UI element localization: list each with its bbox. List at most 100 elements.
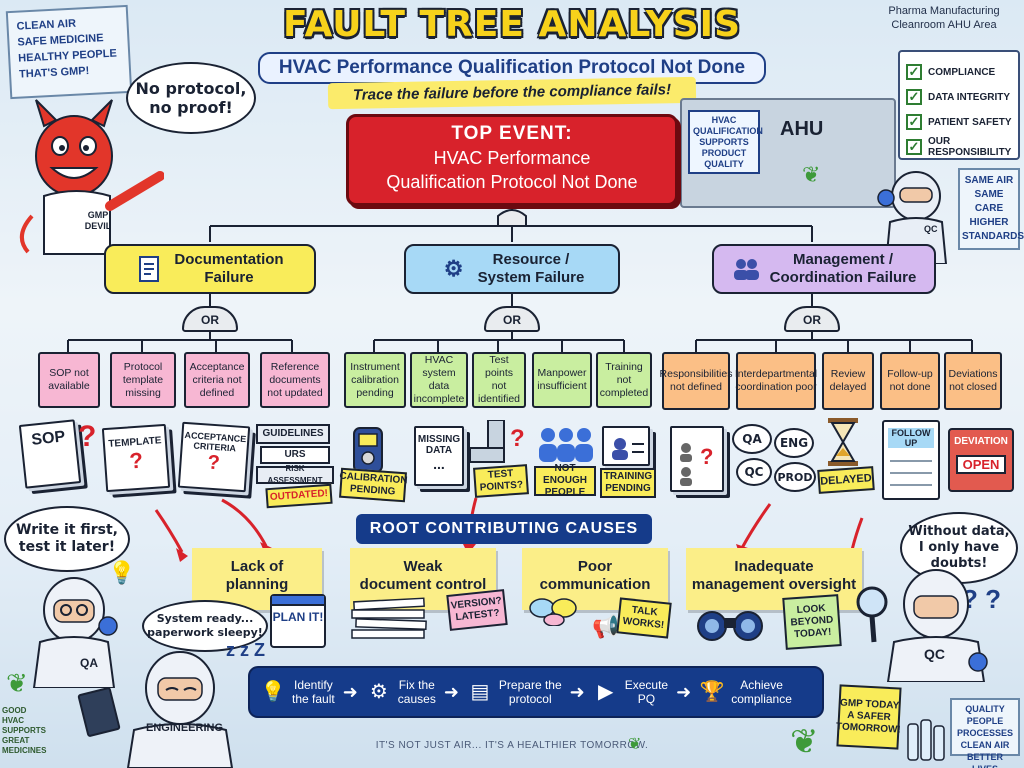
binoculars-icon	[697, 611, 763, 641]
qc-badge: QC	[924, 224, 938, 234]
cause-label: document control	[359, 576, 487, 593]
document-icon: ▤	[470, 681, 490, 703]
check-icon: ✓	[906, 114, 922, 130]
category-label: Documentation	[174, 251, 284, 268]
qa-badge: QA	[80, 656, 98, 670]
checklist-label: COMPLIANCE	[928, 66, 996, 78]
gmp-today-note: GMP TODAY A SAFER TOMORROW!	[836, 684, 902, 750]
engineering-speech-bubble: System ready... paperwork sleepy!	[142, 600, 268, 652]
leaf-cause: Reference documents not updated	[260, 352, 330, 408]
compliance-checklist: ✓ COMPLIANCE ✓DATA INTEGRITY ✓PATIENT SAF…	[898, 50, 1020, 160]
engineering-badge: ENGINEERING	[146, 722, 224, 734]
svg-text:?: ?	[700, 444, 713, 469]
category-label: Coordination Failure	[769, 269, 917, 286]
sop-document-icon: SOP	[18, 419, 82, 489]
people-icon	[732, 255, 760, 283]
form-people-icon: ?	[680, 443, 713, 486]
step-label: PQ	[637, 692, 656, 706]
devil-speech-line: No protocol,	[135, 79, 247, 98]
step-label: Fix the	[398, 678, 435, 692]
area-label: Pharma Manufacturing Cleanroom AHU Area	[888, 5, 1000, 31]
megaphone-icon: 📢	[592, 614, 620, 639]
step-label: Achieve	[740, 678, 783, 692]
version-note: VERSION? LATEST?	[446, 589, 508, 631]
qc-speech-line: doubts!	[930, 556, 988, 571]
cause-label: management oversight	[691, 576, 857, 593]
cause-label: Weak	[403, 558, 443, 575]
leaf-cause: Responsibilities not defined	[660, 352, 732, 410]
ahu-label: AHU	[780, 118, 824, 140]
play-icon: ▶	[598, 681, 614, 703]
leaf-icon: ❦	[628, 736, 642, 753]
category-resource: ⚙ Resource / System Failure	[404, 244, 620, 294]
training-pending-note: TRAINING PENDING	[600, 468, 656, 498]
or-gate: OR	[484, 306, 540, 332]
plan-it-label: PLAN IT!	[272, 610, 324, 624]
responsibility-form-icon: ?	[670, 426, 724, 492]
top-event-heading: TOP EVENT:	[451, 123, 573, 144]
cause-inadequate-oversight: Inadequate management oversight	[686, 548, 862, 610]
step-label: Prepare the	[498, 678, 562, 692]
trophy-icon: 🏆	[699, 681, 725, 703]
leaf-cause: Instrument calibration pending	[344, 352, 406, 408]
devil-badge: GMP DEVIL	[84, 210, 112, 231]
leaf-cause: Protocol template missing	[110, 352, 176, 408]
category-label: Management /	[792, 251, 893, 268]
cause-label: Poor	[577, 558, 613, 575]
step-label: causes	[397, 692, 436, 706]
qc-bubble: QC	[736, 458, 772, 486]
training-certificate-icon	[602, 426, 650, 466]
bottom-left-sign: GOOD HVAC SUPPORTS GREAT MEDICINES	[2, 706, 47, 755]
root-causes-banner: ROOT CONTRIBUTING CAUSES	[356, 514, 652, 544]
category-label: Resource /	[492, 251, 570, 268]
template-document-icon: TEMPLATE ?	[101, 423, 171, 493]
checklist-item: ✓PATIENT SAFETY	[906, 111, 1012, 133]
question-mark-icon: ?	[206, 451, 221, 475]
cause-label: communication	[539, 576, 651, 593]
leaf-cause: Interdepartmental coordination poor	[735, 352, 817, 410]
hourglass-icon	[828, 418, 858, 466]
question-mark-icon: ?	[128, 447, 144, 474]
calendar-icon: PLAN IT!	[270, 594, 326, 648]
engineering-worker-icon	[126, 651, 234, 768]
checklist-item: ✓DATA INTEGRITY	[906, 86, 1012, 108]
category-label: System Failure	[477, 269, 585, 286]
step-label: protocol	[508, 692, 552, 706]
top-event-line: HVAC Performance	[433, 148, 591, 168]
document-stack-icon: GUIDELINES URS RISK ASSESSMENT OUTDATED!	[256, 424, 336, 509]
category-label: Failure	[204, 269, 254, 286]
arrow-right-icon: ➜	[569, 681, 585, 702]
cause-label: planning	[225, 576, 289, 593]
delayed-note: DELAYED	[817, 466, 875, 494]
step-label: the fault	[292, 692, 335, 706]
checklist-item: ✓OUR RESPONSIBILITY	[906, 136, 1012, 158]
hvac-sign: HVAC QUALIFICATION SUPPORTS PRODUCT QUAL…	[688, 110, 763, 174]
follow-up-label: FOLLOW UP	[888, 428, 934, 448]
missing-data-label: DATA	[425, 445, 453, 456]
ellipsis-icon: ...	[433, 456, 445, 472]
missing-data-label: MISSING	[417, 434, 461, 445]
document-icon	[136, 255, 164, 283]
acceptance-document-icon: ACCEPTANCE CRITERIA ?	[177, 421, 251, 493]
test-points-note: TEST POINTS?	[473, 464, 529, 498]
check-icon: ✓	[906, 139, 922, 155]
arrow-right-icon: ➜	[342, 681, 358, 702]
qc-analyst-badge: QC	[924, 646, 945, 662]
svg-text:?: ?	[510, 425, 525, 452]
arrow-right-icon: ➜	[676, 681, 692, 702]
sop-label: SOP	[30, 428, 67, 449]
top-event-box: TOP EVENT: HVAC Performance Qualificatio…	[346, 114, 678, 206]
ahu-unit: HVAC QUALIFICATION SUPPORTS PRODUCT QUAL…	[680, 98, 896, 208]
devil-speech-line: no proof!	[149, 98, 233, 117]
open-label: OPEN	[956, 455, 1006, 474]
paper-stack-icon	[351, 597, 427, 639]
duct-pipe-icon: ?	[470, 420, 525, 463]
leaf-cause: Acceptance criteria not defined	[184, 352, 250, 408]
qa-speech-line: test it later!	[18, 539, 116, 555]
look-beyond-note: LOOK BEYOND TODAY!	[782, 594, 842, 650]
engineering-speech-line: paperwork sleepy!	[147, 626, 263, 639]
